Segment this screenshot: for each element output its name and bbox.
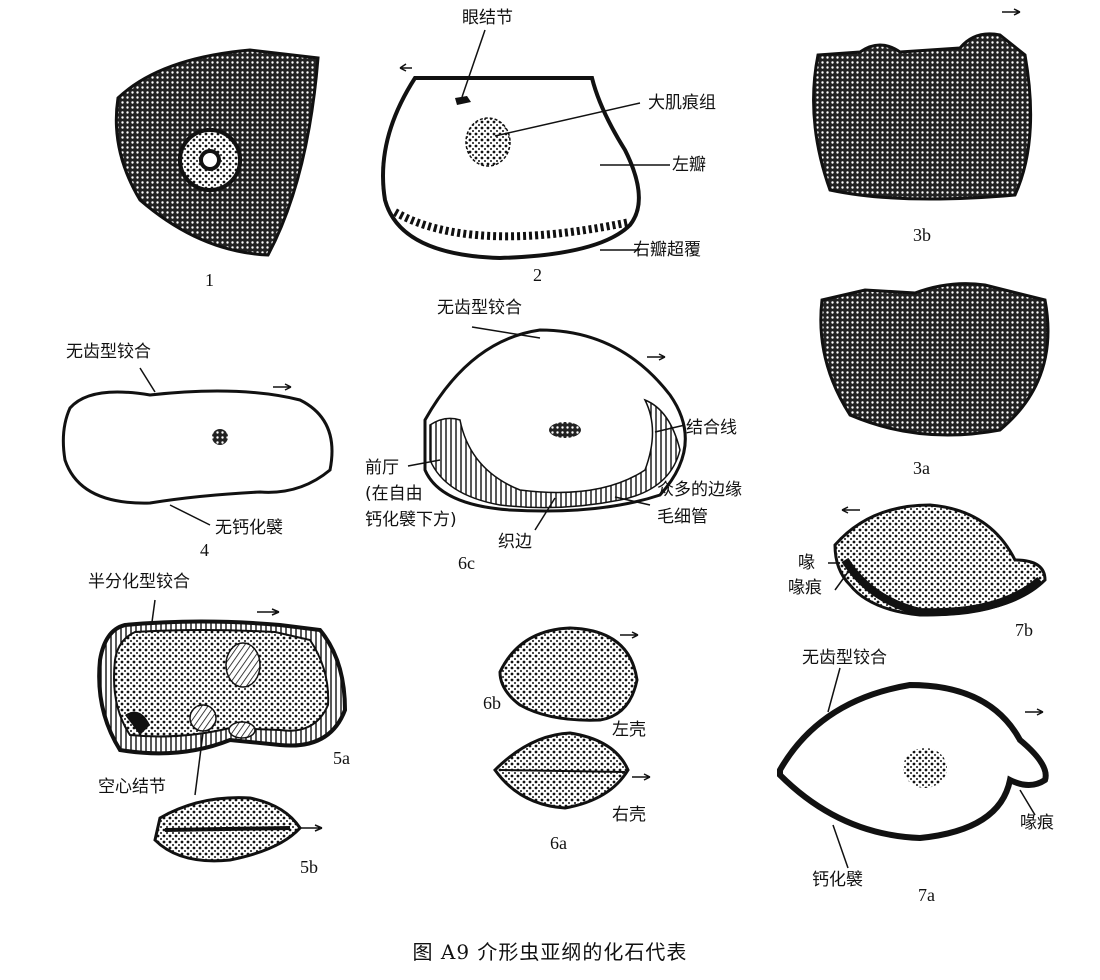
- fig6c-number: 6c: [458, 553, 475, 573]
- label-eye-tubercle: 眼结节: [462, 8, 513, 28]
- fig2-number: 2: [533, 265, 542, 285]
- label-hollow-node: 空心结节: [98, 777, 166, 797]
- label-canals-1: 众多的边缘: [657, 480, 742, 500]
- label-rostrum: 喙: [798, 553, 815, 573]
- fig7b-number: 7b: [1015, 620, 1033, 640]
- fig3b-number: 3b: [913, 225, 931, 245]
- fossil-fig7b: [828, 503, 1047, 617]
- label-fig6c-hinge: 无齿型铰合: [437, 298, 522, 318]
- label-vestibule-1: 前厅: [365, 458, 399, 478]
- label-fig4-no-calc: 无钙化襞: [215, 518, 283, 538]
- fossil-fig3: [812, 8, 1050, 437]
- fig6a-number: 6a: [550, 833, 567, 853]
- label-left-shell: 左壳: [612, 720, 646, 740]
- fig3a-number: 3a: [913, 458, 930, 478]
- label-fig7a-hinge: 无齿型铰合: [802, 648, 887, 668]
- fig5b-number: 5b: [300, 857, 318, 877]
- fossil-fig7a: [777, 667, 1049, 869]
- fossil-fig1: [114, 48, 320, 257]
- fossil-fig4: [61, 367, 334, 526]
- fig4-number: 4: [200, 540, 209, 560]
- label-canals-2: 毛细管: [657, 507, 708, 527]
- fossil-fig2: [381, 29, 670, 261]
- label-vestibule-2: (在自由: [365, 484, 423, 504]
- fossil-fig6c: [407, 326, 687, 531]
- label-fig7a-rostral-scar: 喙痕: [1020, 813, 1054, 833]
- label-calc-fold: 钙化襞: [812, 870, 863, 890]
- label-left-valve: 左瓣: [672, 155, 706, 175]
- label-fig7b-rostral-scar: 喙痕: [788, 578, 822, 598]
- label-fig5a-hinge: 半分化型铰合: [88, 572, 190, 592]
- fig5a-number: 5a: [333, 748, 350, 768]
- label-muscle-scar: 大肌痕组: [648, 93, 716, 113]
- fig6b-number: 6b: [483, 693, 501, 713]
- figure-caption: 图 A9 介形虫亚纲的化石代表: [412, 940, 688, 964]
- label-vestibule-3: 钙化襞下方): [365, 510, 457, 530]
- label-right-overlap: 右瓣超覆: [633, 240, 701, 260]
- fossil-fig5: [97, 599, 348, 863]
- fig1-number: 1: [205, 270, 214, 290]
- label-fig4-hinge: 无齿型铰合: [66, 342, 151, 362]
- fossil-fig6ab: [493, 626, 651, 810]
- label-junction-line: 结合线: [686, 418, 737, 438]
- fig7a-number: 7a: [918, 885, 935, 905]
- label-right-shell: 右壳: [612, 805, 646, 825]
- label-selvage: 织边: [498, 532, 532, 552]
